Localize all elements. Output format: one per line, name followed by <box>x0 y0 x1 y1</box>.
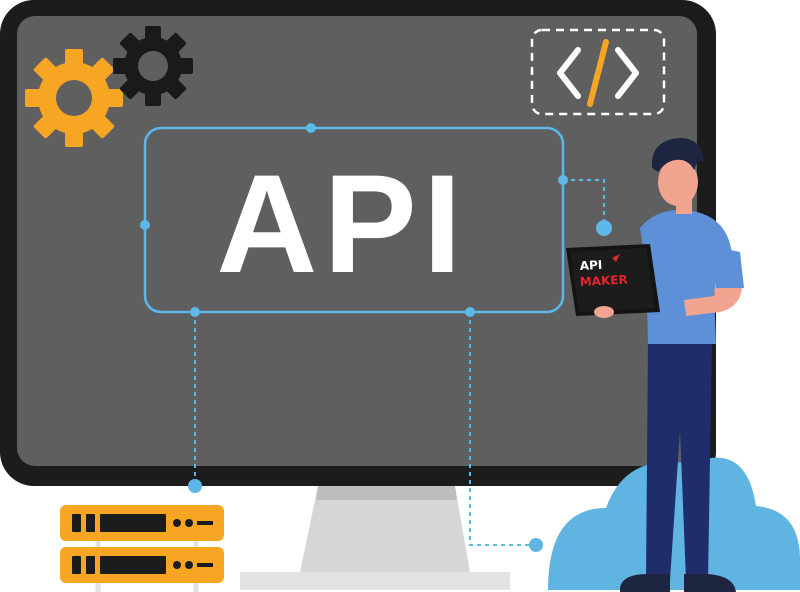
gear-icon-orange <box>25 49 123 147</box>
laptop-logo-line2: MAKER <box>579 273 628 289</box>
laptop: API MAKER <box>566 244 660 318</box>
api-box: API <box>140 123 612 317</box>
cloud-icon <box>529 457 800 590</box>
server-rack-icon <box>60 479 224 592</box>
monitor-stand <box>240 486 510 590</box>
person-with-laptop <box>620 138 744 592</box>
code-brackets-icon <box>530 28 666 116</box>
rocket-icon <box>612 254 620 262</box>
dashed-connectors <box>194 179 605 546</box>
gear-icon-black <box>113 26 193 106</box>
api-headline: API <box>216 145 467 302</box>
laptop-logo-line1: API <box>579 258 602 273</box>
